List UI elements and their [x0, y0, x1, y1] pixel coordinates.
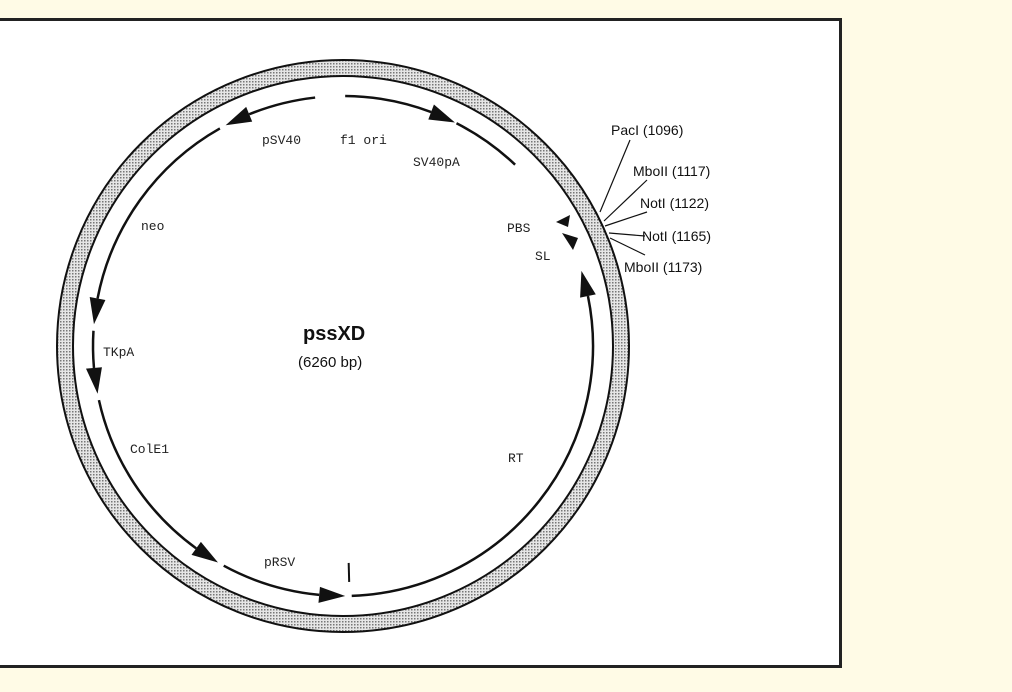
- label-sv40pa: SV40pA: [413, 155, 460, 170]
- f1-ori-arrowhead: [428, 104, 455, 123]
- site-line-mboii-1173: [609, 237, 646, 256]
- label-sl: SL: [535, 249, 551, 264]
- label-rt: RT: [508, 451, 524, 466]
- site-line-mboii-1117: [603, 179, 648, 222]
- sv40pa-arc: [455, 122, 516, 166]
- label-cole1: ColE1: [130, 442, 170, 457]
- plasmid-size: (6260 bp): [298, 354, 363, 371]
- label-pbs: PBS: [507, 221, 531, 236]
- tkpa-arrowhead: [85, 367, 102, 394]
- label-neo: neo: [141, 219, 165, 234]
- prsv-arrowhead: [318, 586, 346, 603]
- cole1-arc: [97, 399, 197, 550]
- psv40-arrowhead: [225, 106, 253, 126]
- site-line-noti-1122: [604, 211, 648, 227]
- site-noti-1122: NotI (1122): [640, 195, 709, 211]
- site-line-noti-1165: [608, 232, 646, 237]
- label-f1-ori: f1 ori: [340, 133, 387, 148]
- prsv-arc: [223, 564, 320, 597]
- sl-arrowhead: [562, 233, 578, 250]
- site-line-paci: [599, 139, 631, 213]
- site-noti-1165: NotI (1165): [642, 228, 711, 244]
- figure-frame: [0, 18, 842, 668]
- label-prsv: pRSV: [264, 555, 296, 570]
- neo-arc: [96, 127, 221, 299]
- tkpa-arc: [91, 330, 96, 369]
- rt-arc: [351, 295, 595, 598]
- f1-ori-arc: [345, 94, 432, 114]
- site-mboii-1117: MboII (1117): [633, 163, 711, 179]
- site-mboii-1173: MboII (1173): [624, 259, 703, 275]
- label-tkpa: TKpA: [103, 345, 135, 360]
- neo-arrowhead: [89, 296, 106, 325]
- pbs-arrowhead: [556, 215, 570, 227]
- rt-arrowhead: [580, 270, 596, 298]
- cole1-arrowhead: [191, 541, 218, 563]
- site-paci-1096: PacI (1096): [611, 122, 684, 138]
- label-psv40: pSV40: [262, 133, 302, 148]
- psv40-arc: [248, 96, 316, 116]
- plasmid-name: pssXD: [303, 323, 366, 345]
- plasmid-backbone-ring: [56, 59, 630, 633]
